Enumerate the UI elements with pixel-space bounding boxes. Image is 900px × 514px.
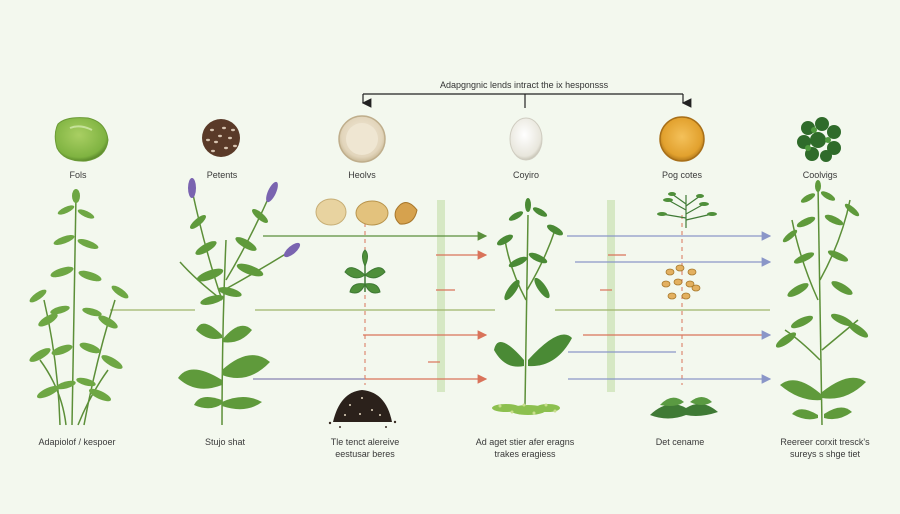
caption-5: Det cename (630, 436, 730, 448)
caption-4-line1: Ad aget stier afer eragns (475, 437, 575, 447)
caption-2: Stujo shat (180, 436, 270, 448)
central-plant (492, 198, 572, 415)
label-heolvs: Heolvs (348, 170, 376, 180)
label-coyiro: Coyiro (512, 170, 539, 180)
vertical-band-right (607, 200, 615, 392)
caption-3-line1: Tle tenct alereive (330, 437, 400, 447)
label-pog-cotes: Pog cotes (661, 170, 703, 180)
top-bracket (361, 93, 692, 108)
label-fols: Fols (69, 170, 87, 180)
seed-pile-icon (202, 119, 240, 157)
egg-icon (509, 117, 543, 161)
caption-5-line1: Det cename (655, 437, 705, 447)
small-sprout-icon (344, 249, 386, 294)
herb-plant-1 (29, 189, 129, 426)
arrow-group-left (253, 231, 488, 384)
green-stone-icon (54, 117, 109, 162)
cream-bowl-icon (338, 115, 386, 163)
diagram-title: Adapgngnic lends intract the ix hesponss… (440, 80, 609, 90)
nut-trio-icon (315, 198, 418, 226)
caption-3-line2: eestusar beres (335, 449, 395, 459)
bean-cluster-icon (661, 264, 701, 300)
caption-3: Tle tenct alereive eestusar beres (310, 436, 420, 460)
caption-1: Adapiolof / kespoer (22, 436, 132, 448)
lavender-plant (178, 178, 301, 426)
vertical-band-left (437, 200, 445, 392)
small-herb-sprig-icon (657, 192, 717, 228)
caption-2-line1: Stujo shat (204, 437, 246, 447)
caption-6-line1: Reereer corxit tresck's (780, 437, 870, 447)
black-seed-pile-icon (328, 390, 397, 428)
leafy-cluster-icon (797, 117, 841, 162)
label-petents: Petents (206, 170, 238, 180)
caption-6: Reereer corxit tresck's sureys s shge ti… (760, 436, 890, 460)
caption-4-line2: trakes eragiess (494, 449, 556, 459)
herb-plant-right (775, 180, 869, 426)
flat-herb-bundle-icon (650, 397, 718, 419)
caption-1-line1: Adapiolof / kespoer (38, 437, 116, 447)
caption-4: Ad aget stier afer eragns trakes eragies… (460, 436, 590, 460)
arrow-group-right (567, 231, 772, 384)
amber-bowl-icon (659, 116, 705, 162)
caption-6-line2: sureys s shge tiet (789, 449, 861, 459)
label-coolvigs: Coolvigs (802, 170, 838, 180)
